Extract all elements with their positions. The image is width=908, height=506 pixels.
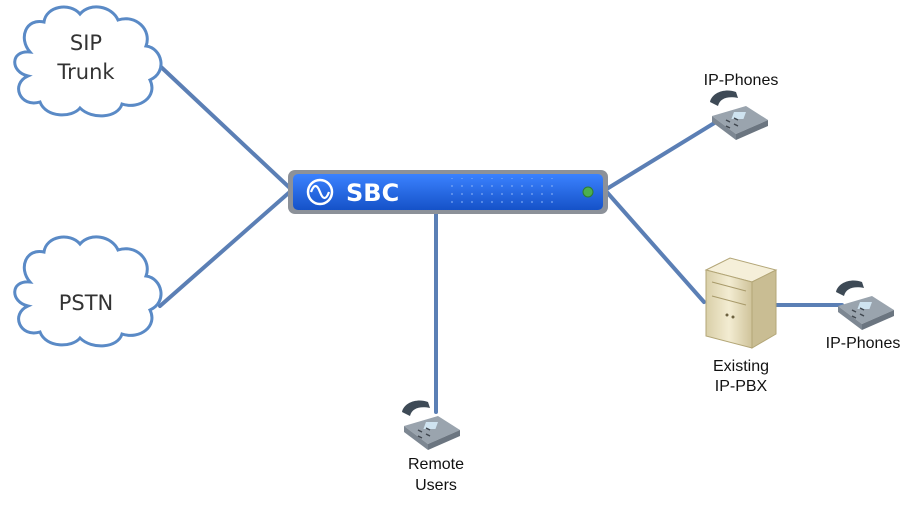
- sbc-appliance: SBC: [288, 170, 608, 214]
- ip-pbx-line1: Existing: [713, 358, 769, 375]
- sip-trunk-line2: Trunk: [56, 60, 115, 84]
- ip-phones-right-label: IP-Phones: [826, 335, 901, 352]
- sbc-vent-grille: [448, 178, 554, 206]
- cloud-outline: [13, 235, 163, 348]
- ip-phone-icon: [710, 90, 768, 140]
- sip-trunk-line1: SIP: [70, 31, 102, 55]
- cloud-outline: [13, 5, 163, 118]
- connection-links: [158, 64, 844, 414]
- ip-pbx-line2: IP-PBX: [715, 378, 768, 395]
- ip-phones-top-label: IP-Phones: [704, 72, 779, 89]
- link-sip-trunk: [158, 64, 294, 192]
- ip-phones-top-node: IP-Phones: [704, 72, 779, 140]
- remote-users-node: Remote Users: [402, 400, 464, 494]
- link-pstn: [158, 188, 294, 308]
- status-led: [582, 186, 594, 198]
- remote-users-line2: Users: [415, 477, 457, 494]
- remote-users-line1: Remote: [408, 456, 464, 473]
- pstn-cloud: PSTN: [13, 235, 163, 348]
- waveform-circle-icon: [306, 178, 334, 206]
- ip-phone-icon: [836, 280, 894, 330]
- existing-ip-pbx-node: Existing IP-PBX: [704, 257, 778, 395]
- link-ip-phones-top: [603, 120, 718, 192]
- server-tower-icon: [704, 257, 778, 349]
- sbc-label: SBC: [346, 179, 399, 207]
- ip-phone-icon: [402, 400, 460, 450]
- ip-phones-right-node: IP-Phones: [826, 280, 901, 352]
- pstn-label: PSTN: [59, 291, 114, 315]
- link-ip-pbx: [603, 188, 706, 304]
- sip-trunk-cloud: SIP Trunk: [13, 5, 163, 118]
